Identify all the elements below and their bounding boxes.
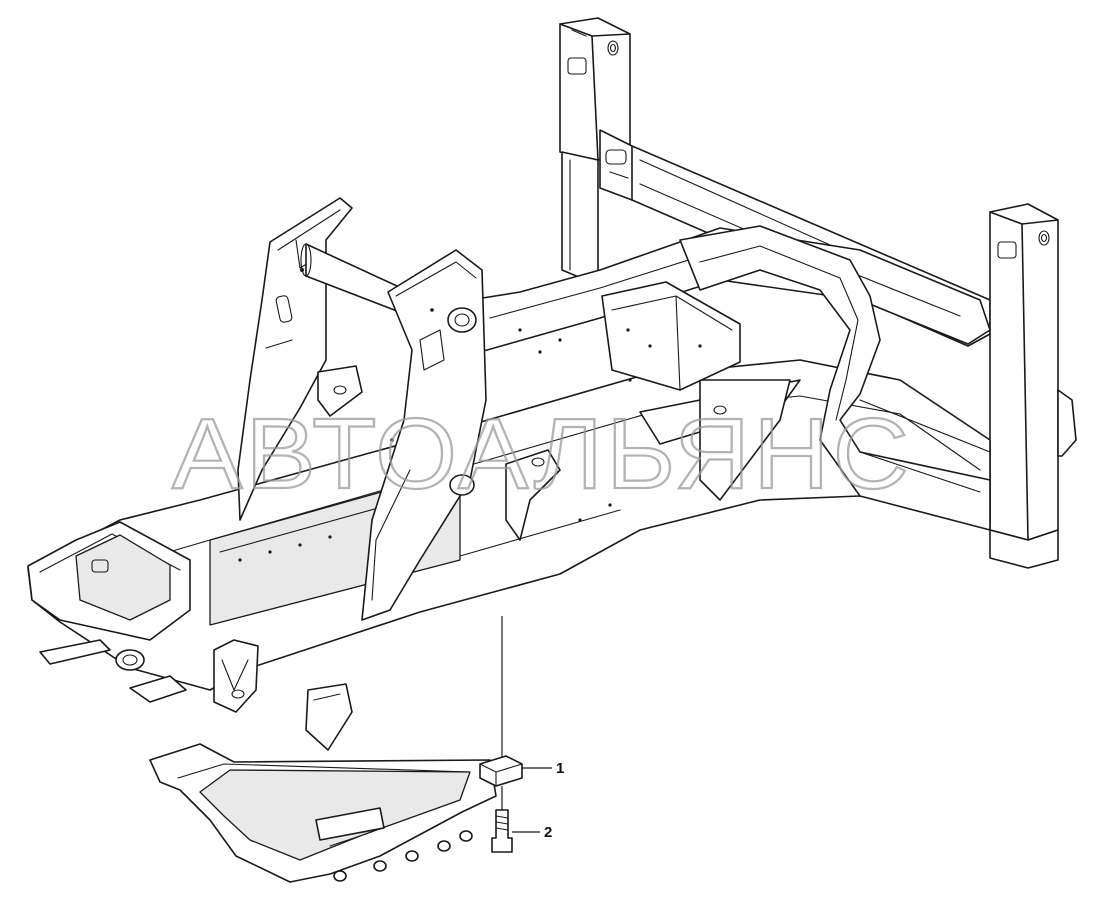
- fastener-assembly: [479, 616, 523, 853]
- left-front-pillar: [237, 197, 411, 521]
- step-bracket: [149, 683, 497, 883]
- rear-right-post: [559, 17, 631, 286]
- rear-arch: [679, 225, 991, 531]
- watermark-text: АВТОАЛЬЯНС: [172, 398, 912, 510]
- mid-brackets: [317, 365, 801, 541]
- bolt: [491, 809, 513, 853]
- far-right-post: [989, 203, 1077, 569]
- battery-tray: [601, 281, 741, 391]
- callout-label-1: 1: [556, 760, 564, 777]
- callout-leaders: [512, 767, 552, 833]
- callout-label-2: 2: [544, 824, 552, 841]
- front-end-box: [27, 521, 259, 713]
- center-pillar: [361, 249, 487, 621]
